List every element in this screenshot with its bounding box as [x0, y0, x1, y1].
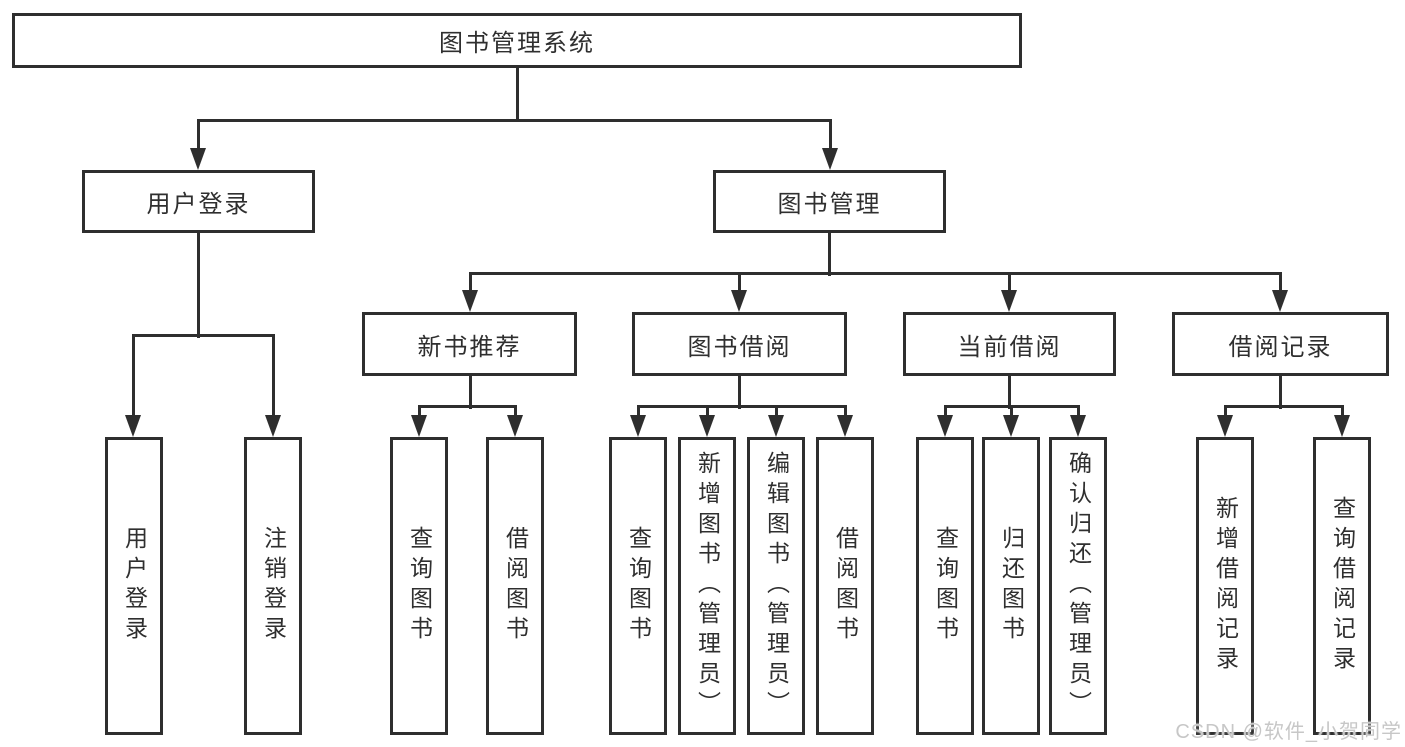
- arrowhead-icon: [1272, 290, 1288, 312]
- connector-line: [515, 68, 519, 121]
- node-new-book-rec: 新书推荐: [362, 312, 577, 376]
- connector-line: [827, 233, 831, 276]
- node-label: 当前借阅: [957, 333, 1062, 361]
- node-logout-action: 注销登录: [244, 437, 302, 735]
- connector-line: [1278, 376, 1282, 409]
- connector-line: [131, 333, 275, 337]
- node-bb-edit-books: 编辑图书（管理员）: [747, 437, 805, 735]
- node-label: 查询借阅记录: [1329, 496, 1356, 676]
- node-label: 查询图书: [406, 526, 433, 646]
- node-label: 查询图书: [932, 526, 959, 646]
- node-label: 图书管理系统: [439, 30, 595, 57]
- connector-arrow-shaft: [271, 335, 275, 419]
- node-label: 编辑图书（管理员）: [763, 451, 790, 721]
- arrowhead-icon: [937, 415, 953, 437]
- connector-arrow-shaft: [828, 120, 832, 152]
- connector-arrow-shaft: [1340, 406, 1344, 419]
- node-user-login-action: 用户登录: [105, 437, 163, 735]
- connector-line: [468, 376, 472, 409]
- node-book-mgmt: 图书管理: [713, 170, 946, 233]
- connector-line: [417, 404, 517, 408]
- node-bb-add-books: 新增图书（管理员）: [678, 437, 736, 735]
- node-cb-return-books: 归还图书: [982, 437, 1040, 735]
- node-system: 图书管理系统: [12, 13, 1022, 68]
- connector-arrow-shaft: [705, 406, 709, 419]
- connector-line: [468, 271, 1282, 275]
- node-current-borrow: 当前借阅: [903, 312, 1116, 376]
- node-label: 查询图书: [625, 526, 652, 646]
- connector-arrow-shaft: [131, 335, 135, 419]
- node-label: 借阅图书: [502, 526, 529, 646]
- arrowhead-icon: [837, 415, 853, 437]
- arrowhead-icon: [1003, 415, 1019, 437]
- node-label: 归还图书: [998, 526, 1025, 646]
- node-rec-borrow-books: 借阅图书: [486, 437, 544, 735]
- node-label: 借阅记录: [1228, 333, 1333, 361]
- connector-line: [737, 376, 741, 409]
- connector-arrow-shaft: [417, 406, 421, 419]
- arrowhead-icon: [507, 415, 523, 437]
- connector-arrow-shaft: [1007, 273, 1011, 294]
- arrowhead-icon: [1070, 415, 1086, 437]
- node-bb-query-books: 查询图书: [609, 437, 667, 735]
- connector-arrow-shaft: [1009, 406, 1013, 419]
- arrowhead-icon: [731, 290, 747, 312]
- node-book-borrow: 图书借阅: [632, 312, 847, 376]
- connector-line: [196, 118, 832, 122]
- node-cb-query-books: 查询图书: [916, 437, 974, 735]
- connector-arrow-shaft: [1076, 406, 1080, 419]
- node-label: 图书借阅: [687, 333, 792, 361]
- node-label: 借阅图书: [832, 526, 859, 646]
- node-cb-confirm-return: 确认归还（管理员）: [1049, 437, 1107, 735]
- connector-arrow-shaft: [737, 273, 741, 294]
- node-label: 新增借阅记录: [1212, 496, 1239, 676]
- connector-arrow-shaft: [513, 406, 517, 419]
- connector-arrow-shaft: [843, 406, 847, 419]
- connector-arrow-shaft: [943, 406, 947, 419]
- node-borrow-records: 借阅记录: [1172, 312, 1389, 376]
- connector-line: [1223, 404, 1344, 408]
- arrowhead-icon: [822, 148, 838, 170]
- connector-arrow-shaft: [468, 273, 472, 294]
- connector-arrow-shaft: [774, 406, 778, 419]
- node-user-login: 用户登录: [82, 170, 315, 233]
- node-label: 用户登录: [121, 526, 148, 646]
- arrowhead-icon: [1334, 415, 1350, 437]
- node-rc-add-record: 新增借阅记录: [1196, 437, 1254, 735]
- arrowhead-icon: [1001, 290, 1017, 312]
- node-label: 新增图书（管理员）: [694, 451, 721, 721]
- connector-arrow-shaft: [636, 406, 640, 419]
- connector-line: [1007, 376, 1011, 409]
- arrowhead-icon: [411, 415, 427, 437]
- connector-arrow-shaft: [196, 120, 200, 152]
- node-rec-query-books: 查询图书: [390, 437, 448, 735]
- node-label: 图书管理: [777, 191, 882, 218]
- node-label: 注销登录: [260, 526, 287, 646]
- connector-line: [636, 404, 847, 408]
- arrowhead-icon: [265, 415, 281, 437]
- arrowhead-icon: [768, 415, 784, 437]
- connector-arrow-shaft: [1223, 406, 1227, 419]
- arrowhead-icon: [630, 415, 646, 437]
- arrowhead-icon: [190, 148, 206, 170]
- node-bb-borrow-books: 借阅图书: [816, 437, 874, 735]
- node-label: 新书推荐: [417, 333, 522, 361]
- arrowhead-icon: [1217, 415, 1233, 437]
- connector-arrow-shaft: [1278, 273, 1282, 294]
- node-label: 用户登录: [146, 191, 251, 218]
- arrowhead-icon: [699, 415, 715, 437]
- node-label: 确认归还（管理员）: [1065, 451, 1092, 721]
- node-rc-query-record: 查询借阅记录: [1313, 437, 1371, 735]
- arrowhead-icon: [125, 415, 141, 437]
- arrowhead-icon: [462, 290, 478, 312]
- watermark: CSDN @软件_小贺同学: [1175, 721, 1402, 743]
- connector-line: [196, 233, 200, 338]
